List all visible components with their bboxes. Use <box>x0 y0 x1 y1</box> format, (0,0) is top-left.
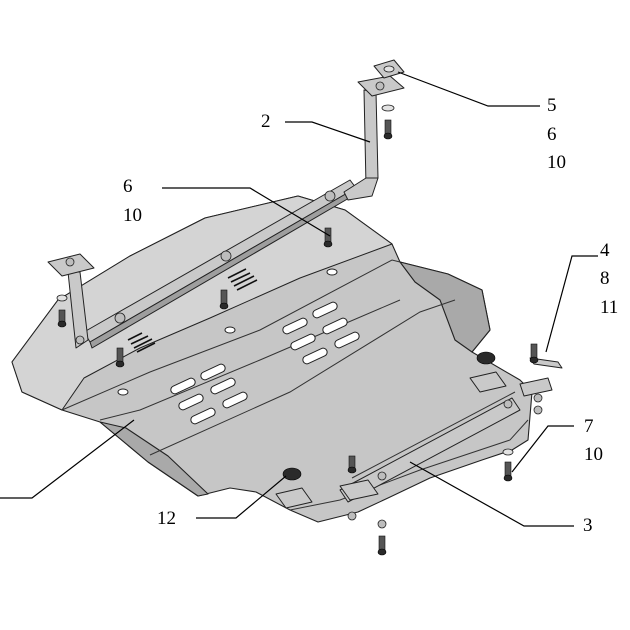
leader-lines <box>0 71 598 527</box>
callout-10-upper: 10 <box>547 152 566 173</box>
callout-6-left: 6 <box>123 176 133 197</box>
callout-11: 11 <box>600 297 618 318</box>
bolt-left-mid <box>115 347 125 368</box>
bolts <box>56 104 563 556</box>
bolt-bottom <box>377 535 387 556</box>
front-flange <box>11 195 393 411</box>
fold-line-2 <box>149 299 456 456</box>
bolt-left-top <box>56 294 68 328</box>
leader-5 <box>397 71 540 107</box>
mounting-holes <box>117 268 338 396</box>
callout-5: 5 <box>547 95 557 116</box>
leader-7 <box>511 425 574 473</box>
callout-8: 8 <box>600 268 610 289</box>
leader-2 <box>285 121 371 143</box>
bolt-6 <box>323 227 333 248</box>
rear-mount-bar-edge <box>351 391 516 479</box>
callout-2: 2 <box>261 111 271 132</box>
callout-7: 7 <box>584 416 594 437</box>
callout-10-left: 10 <box>123 205 142 226</box>
upper-tab <box>373 59 405 79</box>
leader-4 <box>545 255 598 353</box>
rubber-bumper-right <box>469 351 507 393</box>
bolt-7 <box>502 448 514 482</box>
grille-right <box>227 268 258 291</box>
grille-left <box>127 332 156 353</box>
rear-lip <box>289 419 529 511</box>
rear-bar-bracket <box>339 455 387 529</box>
leader-3 <box>409 461 574 527</box>
callout-10-right: 10 <box>584 444 603 465</box>
callout-labels: 2 5 6 10 6 10 4 8 11 7 10 12 3 <box>123 95 618 536</box>
bolt-5 <box>381 104 395 140</box>
callout-4: 4 <box>600 240 610 261</box>
crossbar-right-leg <box>363 89 379 187</box>
rubber-bumper-center <box>275 467 313 509</box>
right-side-wall <box>399 261 491 353</box>
rear-tunnel-strip <box>99 421 209 497</box>
right-rear-hardware <box>503 377 553 415</box>
callout-12: 12 <box>157 508 176 529</box>
fold-line-1 <box>61 259 401 411</box>
callout-6-upper: 6 <box>547 124 557 145</box>
bolt-4 <box>529 343 563 369</box>
bolt-center <box>219 289 229 310</box>
vent-slots-left <box>170 363 248 425</box>
leader-6 <box>162 187 331 237</box>
callout-3: 3 <box>583 515 593 536</box>
crossbar-diagonal <box>343 177 379 201</box>
skid-plate <box>11 195 533 523</box>
leader-1 <box>0 419 135 499</box>
front-crossbar <box>47 75 405 349</box>
leader-12 <box>196 475 287 519</box>
vent-slots-right <box>282 301 360 365</box>
